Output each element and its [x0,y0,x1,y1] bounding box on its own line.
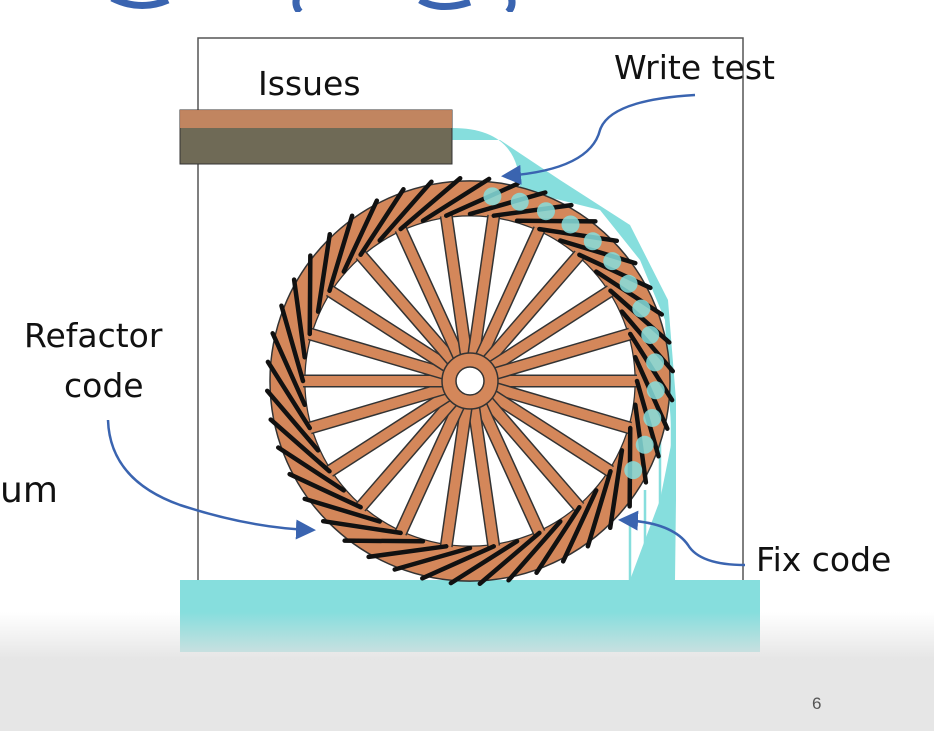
page-number: 6 [812,694,822,713]
wheel-spoke [468,402,499,548]
wheel-blade [514,218,598,224]
fix-code-label: Fix code [756,540,892,579]
bucket-water [646,381,665,400]
wheel-spoke [396,227,466,364]
bucket-water [619,274,638,293]
title-glyph-stroke-4 [505,0,516,12]
wheel-spoke [474,227,544,364]
bucket-water [624,461,643,480]
wheel-spoke [441,402,472,548]
wheel-blade [558,238,638,266]
wheel-blade [377,179,434,243]
bucket-water [583,232,602,251]
wheel-blade [320,518,403,536]
wheel-spoke [396,398,466,535]
wheel-blade [275,445,347,493]
wheel-blade [264,388,321,453]
bucket-water [483,187,502,206]
wheel-blade [270,331,307,408]
wheel-spoke [326,388,455,476]
bucket-water [646,353,665,372]
wheel-blade [467,190,548,217]
wheel-spoke [489,382,632,433]
title-glyph-stroke-3 [418,0,472,10]
wheel-spoke [308,329,451,380]
refactor-label: Refactor [24,316,163,355]
wheel-blade [398,175,463,232]
bucket-water [536,202,555,221]
wheel-blade [366,544,449,560]
bucket-water [643,408,662,427]
bucket-water [603,252,622,271]
wheel-spoke [474,398,544,535]
wheel-blade [287,471,363,510]
wheel-blade [420,544,497,581]
falling-water-strands [628,400,674,580]
write-test-label: Write test [614,48,775,87]
wheel-blade [265,359,313,431]
wheel-blade [302,496,382,524]
side-text-fragment: um [0,470,58,511]
wheel-blade [506,519,563,583]
wheel-spoke [480,251,584,368]
bucket-water [635,435,654,454]
wheel-blade [342,538,426,544]
wheel-hub-hole [455,366,485,396]
bucket-water [561,215,580,234]
refactor-code-arrow [106,419,316,540]
wheel-blade [291,277,307,360]
slide-title-fragment [0,0,934,12]
bottom-shade [0,612,934,731]
wheel-spoke [468,214,499,360]
wheel-spoke [356,394,460,511]
wheel-blade [341,198,380,274]
wheel-spoke [485,388,614,476]
title-fragment-svg [110,0,516,12]
bucket-water [632,299,651,318]
wheel-spoke [489,329,632,380]
wheel-blade [443,181,520,218]
wheel-blade [585,469,613,549]
issues-trough-top [180,110,452,128]
wheel-blade [577,252,653,291]
wheel-spoke [308,382,451,433]
wheel-blade [315,231,333,314]
wheel-blade [307,253,313,337]
wheel-blade [537,226,620,244]
wheel-spoke [356,251,460,368]
issues-label: Issues [258,64,361,103]
wheel-spoke [480,394,584,511]
title-glyph-stroke-1 [110,0,170,9]
wheel-blade [279,303,306,384]
fix-code-arrow [618,510,746,567]
wheel-blade [534,504,582,576]
wheel-blade [448,538,520,586]
bucket-water [510,192,529,211]
title-glyph-stroke-2 [292,0,303,12]
water-stream [452,128,676,580]
wheel-spoke [441,214,472,360]
wheel-blade [477,530,542,587]
wheel-blade [268,417,332,474]
wheel-blade [420,176,492,224]
wheel-blade [358,186,406,258]
wheel-spoke [326,286,455,374]
wheel-blade [593,269,665,317]
wheel-spoke [485,286,614,374]
write-test-arrow [501,93,696,185]
code-label: code [64,366,144,405]
water-wheel [264,175,676,587]
bucket-water [641,325,660,344]
wheel-blade [327,213,355,293]
wheel-blade [392,545,473,572]
wheel-blade [607,448,625,531]
wheel-blade [491,202,574,218]
wheel-blade [560,488,599,564]
